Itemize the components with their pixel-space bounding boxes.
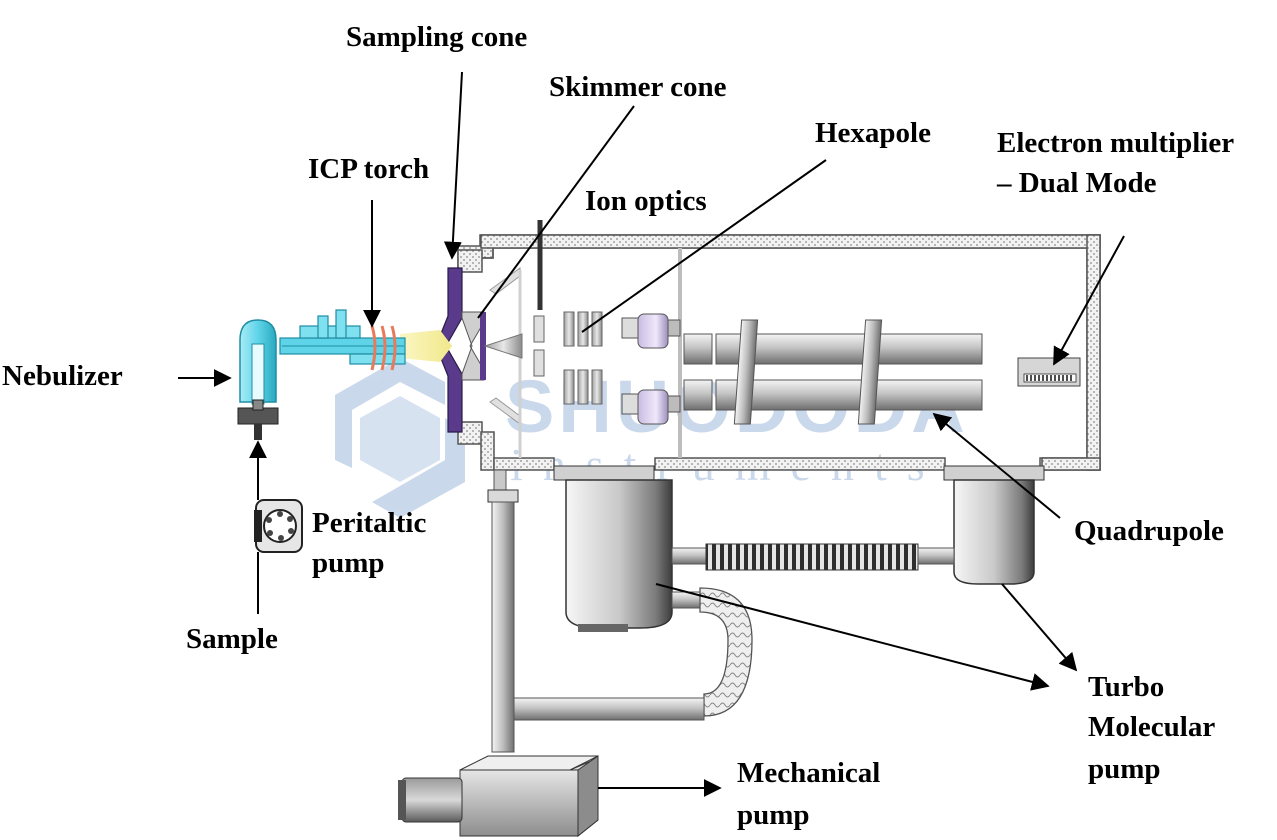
turbo-pump-1 <box>553 465 673 632</box>
rf-coil <box>370 325 397 371</box>
label-turbo-line3: pump <box>1088 753 1161 785</box>
extraction-lens <box>483 315 545 377</box>
leader-lines <box>178 71 1125 797</box>
plasma-plume <box>400 330 452 362</box>
ion-lens-upper <box>621 313 681 349</box>
label-peristaltic-pump-line1: Peritaltic <box>312 507 426 539</box>
skimmer-cone-leader <box>477 105 635 319</box>
electron-multiplier-detector <box>1017 357 1081 387</box>
label-skimmer-cone: Skimmer cone <box>549 71 727 103</box>
label-sampling-cone: Sampling cone <box>346 21 527 53</box>
hexapole <box>563 311 603 405</box>
label-turbo-line1: Turbo <box>1088 671 1164 703</box>
label-mechanical-line1: Mechanical <box>737 757 880 789</box>
sampling-cone-arrow <box>443 71 463 260</box>
label-electron-multiplier-line1: Electron multiplier <box>997 127 1234 159</box>
ion-lens-lower <box>621 389 681 425</box>
electron-multiplier-arrow <box>1053 235 1125 366</box>
label-nebulizer: Nebulizer <box>2 360 123 392</box>
foreline-hose <box>511 587 753 721</box>
hexapole-leader <box>581 159 827 333</box>
label-electron-multiplier-line2: – Dual Mode <box>996 167 1157 199</box>
vacuum-chamber <box>457 234 1101 471</box>
label-peristaltic-pump-line2: pump <box>312 547 385 579</box>
watermark-logo-icon <box>335 358 465 518</box>
label-quadrupole: Quadrupole <box>1074 515 1224 547</box>
nebulizer <box>237 319 279 440</box>
bellows-connector <box>671 543 955 571</box>
turbo-pump-2 <box>943 465 1045 585</box>
label-ion-optics: Ion optics <box>585 185 707 217</box>
label-hexapole: Hexapole <box>815 117 931 149</box>
turbo-arrow-1 <box>655 583 1050 691</box>
peristaltic-pump <box>254 499 303 553</box>
mechanical-pump <box>398 755 599 838</box>
labels: Sampling cone Skimmer cone Hexapole Elec… <box>2 21 1234 831</box>
skimmer-cone <box>461 267 522 458</box>
quadrupole-arrow <box>932 412 1061 519</box>
roughing-pipe <box>487 469 519 753</box>
icp-torch <box>279 309 406 365</box>
label-sample: Sample <box>186 623 278 655</box>
turbo-arrow-2 <box>1001 583 1078 672</box>
label-icp-torch: ICP torch <box>308 153 429 185</box>
quadrupole <box>683 319 983 425</box>
label-turbo-line2: Molecular <box>1088 711 1215 743</box>
label-mechanical-line2: pump <box>737 799 810 831</box>
